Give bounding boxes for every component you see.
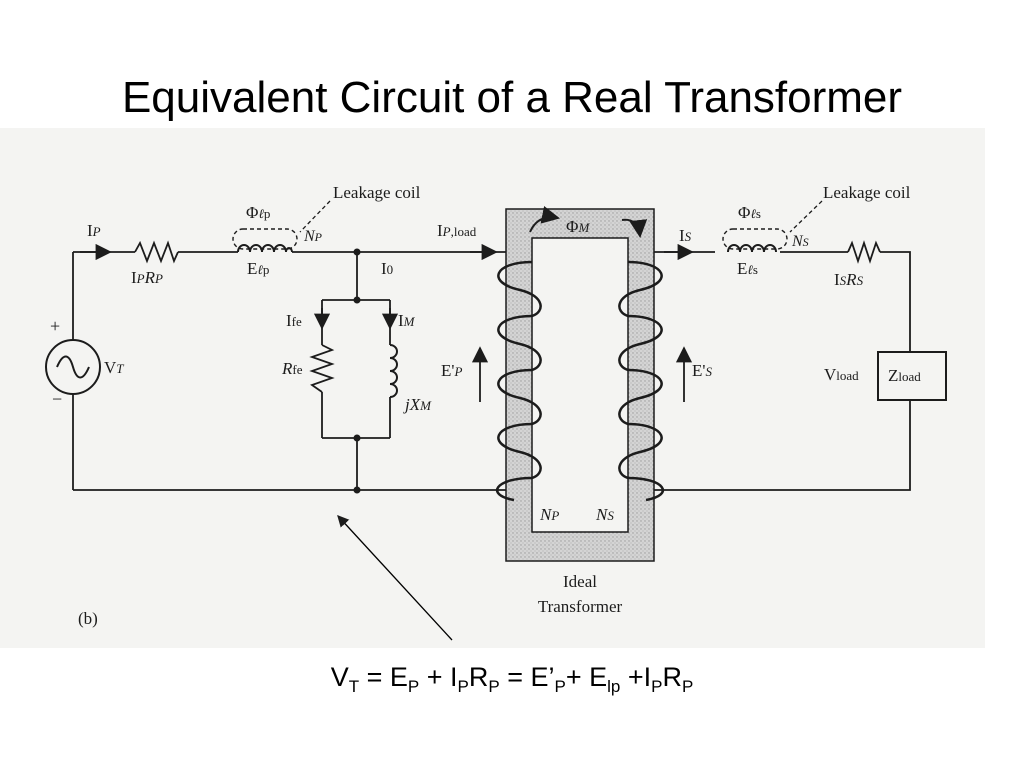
label-phi-lp: Φℓp [246,203,270,222]
label-jxm: jXM [403,395,432,414]
voltage-equation: VT = EP + IPRP = E’P+ Elp +IPRP [330,662,694,696]
label-np-core: NP [539,505,559,524]
ideal-transformer-core [505,206,655,562]
primary-resistor [134,240,179,264]
magnetizing-inductor [389,344,398,398]
label-phi-m: ΦM [566,217,590,236]
label-plus: + [50,316,60,336]
label-zload: Zload [888,366,921,385]
primary-leakage-coil [232,228,298,253]
leakage-coil-label-secondary: Leakage coil [823,183,911,202]
leakage-coil-pointer-secondary [789,200,823,233]
junction-top [353,248,361,256]
load-impedance [877,351,947,401]
label-ep-prime: E'P [441,361,462,380]
secondary-winding [618,260,665,502]
label-ife: Ife [286,311,302,330]
label-i0: I0 [381,259,393,278]
label-iprp: IPRP [131,268,163,287]
label-phi-ls: Φℓs [738,203,761,222]
ac-source [45,339,101,395]
junction-shunt-top [353,296,361,304]
label-im: IM [398,311,416,330]
label-ip: IP [87,221,101,240]
label-minus: − [52,389,62,409]
secondary-leakage-coil [722,228,788,253]
label-ns-core: NS [595,505,614,524]
label-np-coil: NP [303,228,323,245]
label-vload: Vload [824,365,859,384]
label-rfe: Rfe [281,359,303,378]
label-ns-coil: NS [791,233,809,250]
leakage-coil-pointer-primary [299,200,331,233]
primary-winding [495,260,542,502]
label-is: IS [679,226,692,245]
core-label-ideal: Ideal [563,572,597,591]
slide-title: Equivalent Circuit of a Real Transformer [121,73,903,122]
junction-bottom [353,486,361,494]
label-isrs: ISRS [834,270,864,289]
current-arrows [80,243,694,402]
leakage-coil-label-primary: Leakage coil [333,183,421,202]
label-e-ls: Eℓs [737,259,758,278]
label-vt: VT [104,358,124,377]
mutual-flux-arrow-right [621,218,648,238]
label-ip-load: IP,load [437,221,477,240]
label-es-prime: E'S [692,361,712,380]
figure-label: (b) [78,609,98,628]
secondary-resistor [847,240,881,264]
label-e-lp: Eℓp [247,259,269,278]
scan-background [0,128,985,648]
annotation-arrow [337,515,453,641]
core-loss-resistor [309,344,335,393]
junction-shunt-bottom [353,434,361,442]
core-label-transformer: Transformer [538,597,623,616]
mutual-flux-arrow-left [529,206,560,233]
